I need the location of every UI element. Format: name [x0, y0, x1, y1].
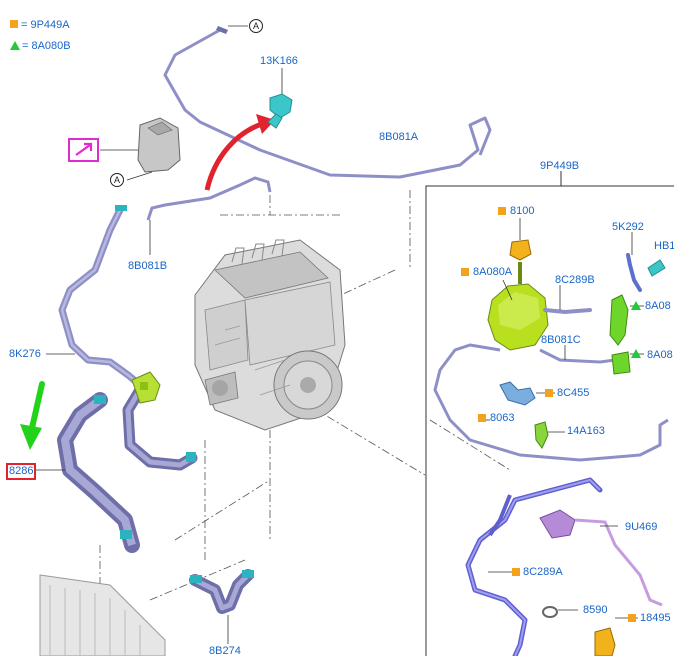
- inset-frame: [425, 185, 674, 656]
- marker-triangle: [631, 301, 641, 310]
- clip-14A163: [534, 421, 549, 449]
- label-8100[interactable]: 8100: [510, 205, 535, 217]
- part-18495: [594, 627, 616, 656]
- callout-circle-icon[interactable]: A: [110, 173, 124, 187]
- label-8B274[interactable]: 8B274: [209, 645, 241, 657]
- part-9U469: [539, 509, 663, 607]
- expansion-tank-8A080A: [487, 262, 549, 351]
- label-8A08-upper[interactable]: 8A08: [645, 300, 671, 312]
- label-18495[interactable]: 18495: [640, 612, 671, 624]
- label-5K292[interactable]: 5K292: [612, 221, 644, 233]
- marker-square: [545, 389, 553, 397]
- label-8A08-lower[interactable]: 8A08: [647, 349, 673, 361]
- label-9U469[interactable]: 9U469: [625, 521, 658, 533]
- hose-8B081B: [146, 176, 272, 221]
- motion-arrow-icon: [204, 114, 275, 191]
- label-8A080A[interactable]: 8A080A: [473, 266, 513, 278]
- engine-assembly: [194, 239, 346, 431]
- marker-square: [461, 268, 469, 276]
- callout-leader-2: [126, 171, 153, 181]
- marker-square: [478, 414, 486, 422]
- label-8590[interactable]: 8590: [583, 604, 608, 616]
- hose-end-fitting: [216, 26, 228, 34]
- magenta-link-icon[interactable]: [68, 138, 99, 162]
- marker-square: [512, 568, 520, 576]
- label-8C289A[interactable]: 8C289A: [523, 566, 563, 578]
- connector-5K292: [626, 253, 642, 292]
- callout-circle-icon[interactable]: A: [249, 19, 263, 33]
- bracket-8C455: [499, 381, 536, 406]
- label-8K276[interactable]: 8K276: [9, 348, 41, 360]
- legend-square-text: = 9P449A: [21, 19, 70, 31]
- label-13K166[interactable]: 13K166: [260, 55, 298, 67]
- ring-8590: [542, 606, 558, 618]
- label-14A163[interactable]: 14A163: [567, 425, 605, 437]
- legend-square: = 9P449A: [10, 19, 70, 32]
- radiator: [39, 574, 166, 656]
- marker-triangle: [631, 349, 641, 358]
- label-HB1[interactable]: HB1: [654, 240, 674, 252]
- marker-square: [628, 614, 636, 622]
- triangle-marker-icon: [10, 41, 20, 50]
- thermostat-housing: [131, 371, 161, 404]
- hose-small: [539, 348, 616, 364]
- cap-8100: [509, 218, 532, 261]
- legend-triangle: = 8A080B: [10, 40, 71, 53]
- marker-square: [498, 207, 506, 215]
- label-8B081B[interactable]: 8B081B: [128, 260, 168, 272]
- hose-8C289B: [543, 308, 592, 315]
- hose-8K276: [58, 206, 144, 389]
- hose-8B081C: [433, 343, 669, 462]
- label-8C289B[interactable]: 8C289B: [555, 274, 595, 286]
- legend-triangle-text: = 8A080B: [22, 40, 71, 52]
- label-9P449B[interactable]: 9P449B: [540, 160, 580, 172]
- label-8C455[interactable]: 8C455: [557, 387, 590, 399]
- inset-leaders: [559, 285, 566, 360]
- hose-8B081A: [163, 28, 492, 179]
- square-marker-icon: [10, 20, 18, 28]
- connector-HB1: [647, 259, 666, 277]
- label-8286[interactable]: 8286: [6, 463, 37, 480]
- pointer-arrow-icon: [20, 381, 45, 450]
- upper-reservoir: [137, 117, 181, 173]
- label-8B081C[interactable]: 8B081C: [541, 334, 581, 346]
- clip-13K166: [267, 68, 293, 129]
- label-8B081A[interactable]: 8B081A: [379, 131, 419, 143]
- label-8063[interactable]: 8063: [490, 412, 515, 424]
- sensor-8A08: [609, 294, 644, 375]
